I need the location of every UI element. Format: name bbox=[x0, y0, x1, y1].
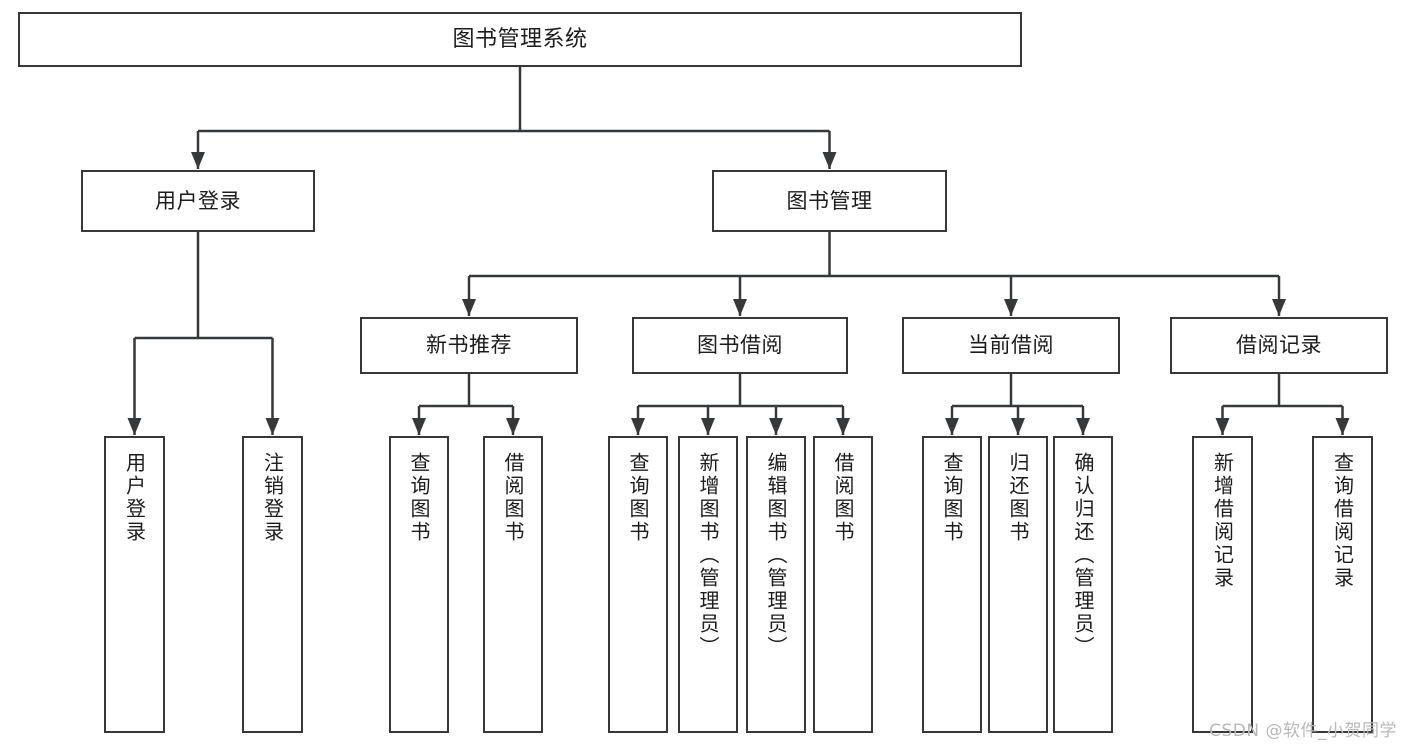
arrowhead-icon bbox=[1076, 418, 1090, 435]
arrowhead-icon bbox=[1335, 418, 1350, 435]
node-label: 查询图书 bbox=[626, 452, 650, 544]
node-book-manage[interactable]: 图书管理 bbox=[712, 170, 947, 232]
node-leaf-cur-confirm[interactable]: 确认归还（管理员） bbox=[1053, 436, 1113, 733]
node-label: 新书推荐 bbox=[426, 333, 512, 358]
node-label: 新增借阅记录 bbox=[1210, 452, 1235, 590]
node-leaf-cur-query[interactable]: 查询图书 bbox=[922, 436, 982, 733]
node-label: 图书借阅 bbox=[697, 333, 783, 358]
arrowhead-icon bbox=[1215, 418, 1230, 435]
node-leaf-borrow-add[interactable]: 新增图书（管理员） bbox=[678, 436, 738, 733]
node-leaf-rec-query2[interactable]: 查询借阅记录 bbox=[1312, 436, 1373, 733]
edge-group-book-borrow bbox=[631, 374, 850, 435]
node-label: 新增图书（管理员） bbox=[696, 452, 720, 659]
node-leaf-user-login[interactable]: 用户登录 bbox=[104, 436, 165, 733]
node-label: 借阅图书 bbox=[831, 452, 855, 544]
arrowhead-icon bbox=[265, 418, 280, 435]
node-leaf-rec-query[interactable]: 查询图书 bbox=[389, 436, 449, 733]
node-label: 注销登录 bbox=[260, 452, 285, 544]
arrowhead-icon bbox=[506, 418, 520, 435]
arrowhead-icon bbox=[701, 418, 715, 435]
node-label: 借阅图书 bbox=[501, 452, 525, 544]
arrowhead-icon bbox=[462, 299, 476, 316]
watermark: CSDN @软件_小贺同学 bbox=[1209, 721, 1397, 741]
node-label: 确认归还（管理员） bbox=[1071, 452, 1095, 659]
node-leaf-rec-borrow[interactable]: 借阅图书 bbox=[483, 436, 543, 733]
node-user-login[interactable]: 用户登录 bbox=[81, 170, 315, 232]
edge-group-root bbox=[191, 67, 837, 169]
node-label: 编辑图书（管理员） bbox=[764, 452, 788, 659]
arrowhead-icon bbox=[836, 418, 850, 435]
arrowhead-icon bbox=[412, 418, 426, 435]
node-leaf-rec-add[interactable]: 新增借阅记录 bbox=[1192, 436, 1253, 733]
arrowhead-icon bbox=[1272, 299, 1286, 316]
node-leaf-borrow-query[interactable]: 查询图书 bbox=[608, 436, 668, 733]
edge-group-borrow-record bbox=[1215, 374, 1350, 435]
node-root[interactable]: 图书管理系统 bbox=[18, 12, 1022, 67]
node-leaf-borrow-lend[interactable]: 借阅图书 bbox=[813, 436, 873, 733]
arrowhead-icon bbox=[1011, 418, 1025, 435]
node-label: 查询借阅记录 bbox=[1330, 452, 1355, 590]
arrowhead-icon bbox=[127, 418, 142, 435]
node-borrow-record[interactable]: 借阅记录 bbox=[1170, 317, 1388, 374]
arrowhead-icon bbox=[822, 152, 837, 169]
node-label: 用户登录 bbox=[155, 188, 241, 213]
node-leaf-user-logout[interactable]: 注销登录 bbox=[242, 436, 303, 733]
arrowhead-icon bbox=[769, 418, 783, 435]
node-leaf-borrow-edit[interactable]: 编辑图书（管理员） bbox=[746, 436, 806, 733]
node-label: 图书管理系统 bbox=[452, 26, 588, 52]
arrowhead-icon bbox=[631, 418, 645, 435]
arrowhead-icon bbox=[945, 418, 959, 435]
node-leaf-cur-return[interactable]: 归还图书 bbox=[988, 436, 1048, 733]
node-label: 查询图书 bbox=[407, 452, 431, 544]
node-label: 借阅记录 bbox=[1236, 333, 1322, 358]
arrowhead-icon bbox=[1004, 299, 1018, 316]
node-new-book-rec[interactable]: 新书推荐 bbox=[360, 317, 578, 374]
edge-group-book-manage bbox=[462, 232, 1286, 316]
node-book-borrow[interactable]: 图书借阅 bbox=[632, 317, 848, 374]
node-label: 查询图书 bbox=[940, 452, 964, 544]
edge-group-user-login bbox=[127, 232, 280, 435]
arrowhead-icon bbox=[733, 299, 747, 316]
arrowhead-icon bbox=[191, 152, 205, 169]
node-label: 图书管理 bbox=[786, 188, 873, 213]
node-label: 当前借阅 bbox=[968, 333, 1054, 358]
node-label: 归还图书 bbox=[1006, 452, 1030, 544]
node-label: 用户登录 bbox=[122, 452, 147, 544]
edge-group-new-book-rec bbox=[412, 374, 520, 435]
edge-group-current-borrow bbox=[945, 374, 1090, 435]
node-current-borrow[interactable]: 当前借阅 bbox=[902, 317, 1120, 374]
